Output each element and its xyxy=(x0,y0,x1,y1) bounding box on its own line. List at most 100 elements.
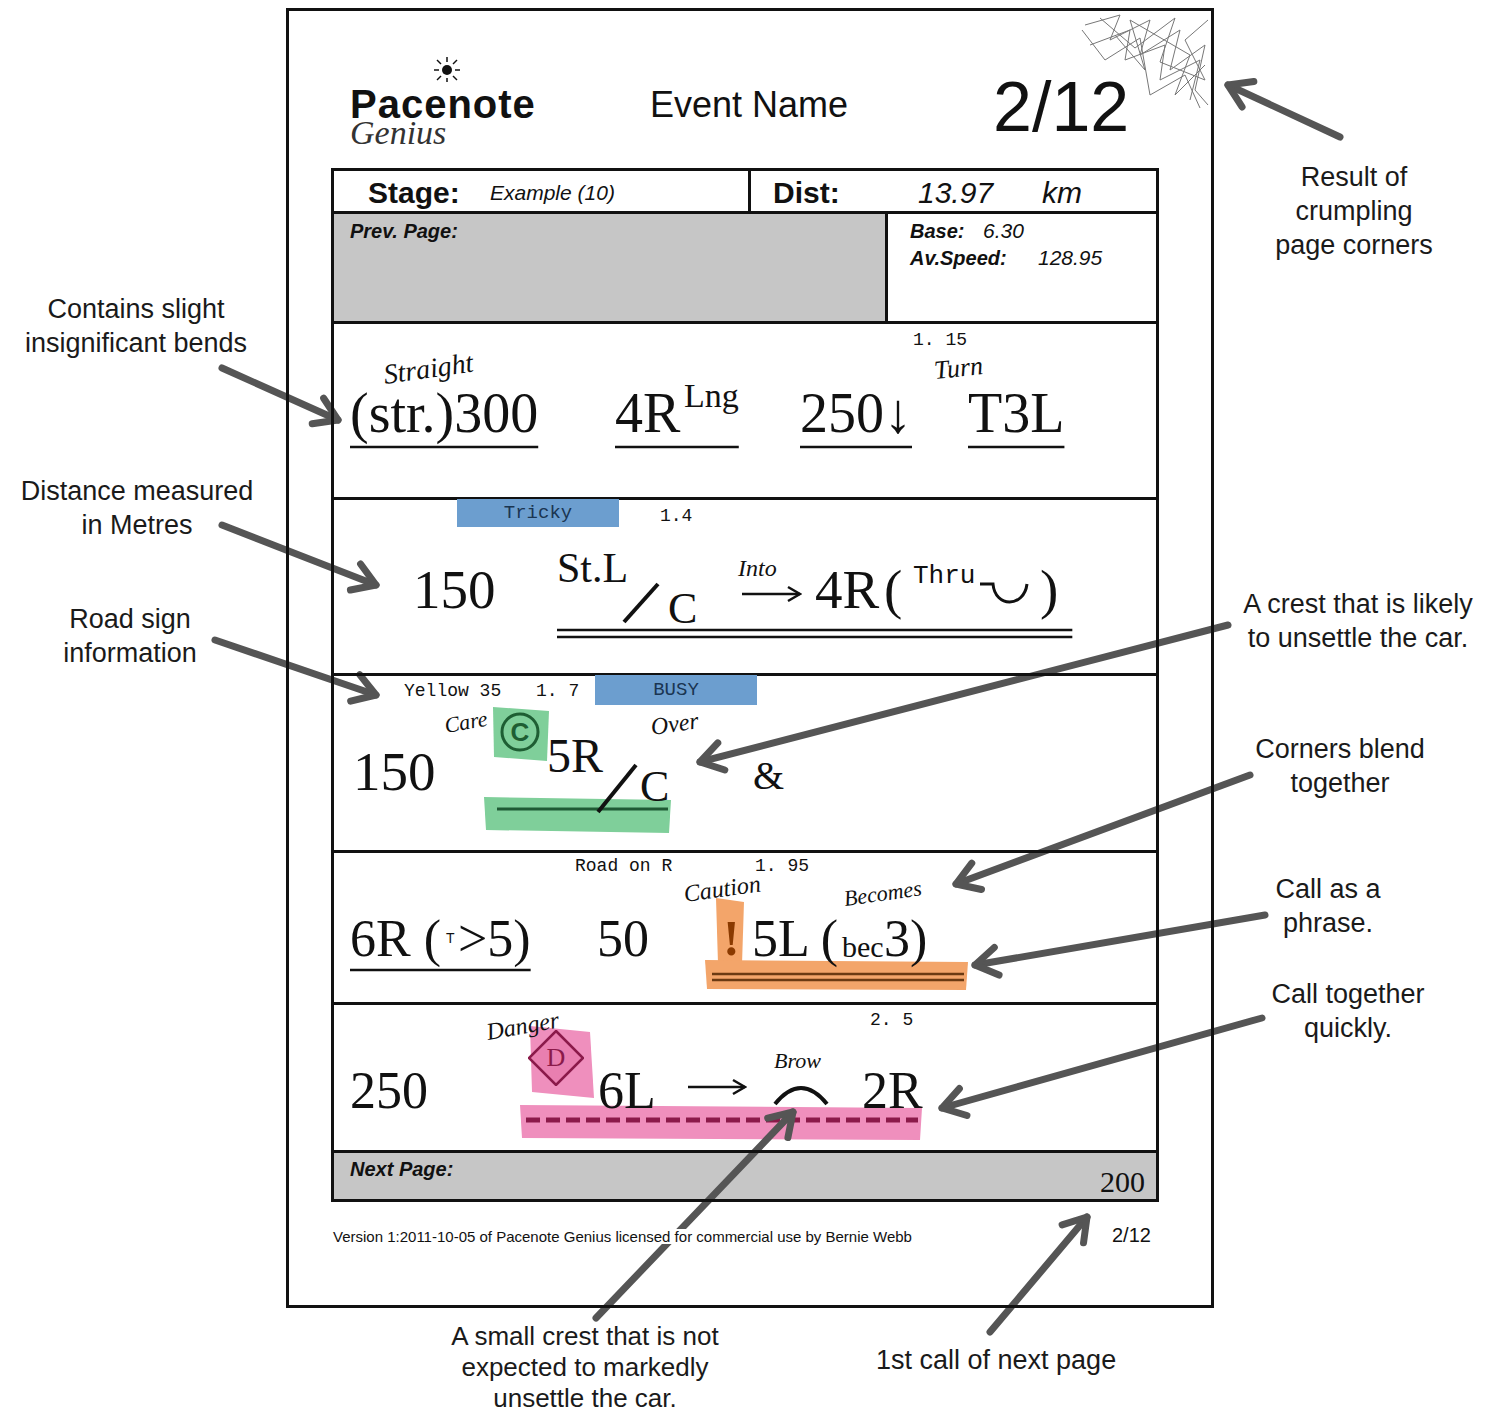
leader-arrow xyxy=(596,1112,793,1318)
square-slash xyxy=(624,584,658,622)
call-underline xyxy=(968,446,1064,449)
callout-note: Result of crumpling page corners xyxy=(1266,160,1442,262)
note-text: St.L xyxy=(557,547,628,589)
note-text: 50 xyxy=(597,913,649,965)
band-text: Tricky xyxy=(504,504,572,523)
note-text: Becomes xyxy=(842,877,922,910)
callout-note: A crest that is likely to unsettle the c… xyxy=(1233,587,1483,655)
diamond-outline xyxy=(529,1031,583,1085)
note-text: Care xyxy=(443,707,489,736)
circle-outline xyxy=(502,714,538,750)
header-text: Prev. Page: xyxy=(350,221,458,241)
note-text: 1.4 xyxy=(660,507,692,525)
note-text: 6L xyxy=(598,1065,656,1117)
crumple-line xyxy=(1100,18,1208,80)
caution-underline xyxy=(712,973,964,976)
underlines xyxy=(350,447,1072,970)
callout-note: Distance measured in Metres xyxy=(12,474,262,542)
note-row: BUSYCYellow 351. 7Care1505ROverC& xyxy=(331,673,1159,853)
note-text: Yellow 35 xyxy=(404,682,501,700)
call-underline xyxy=(350,969,531,972)
note-text: 1. 7 xyxy=(536,682,579,700)
note-text: T3L xyxy=(968,385,1064,441)
care-symbol: C xyxy=(500,712,540,752)
caution-underline xyxy=(712,979,964,982)
call-underline xyxy=(800,446,912,449)
leader-arrows xyxy=(215,85,1340,1332)
page-text: 2/12 xyxy=(1112,1225,1151,1245)
leader-arrow xyxy=(222,368,338,420)
note-text: Road on R xyxy=(575,857,672,875)
callout-note: A small crest that is not expected to ma… xyxy=(425,1321,745,1414)
leader-arrow xyxy=(215,640,376,695)
note-text: 150 xyxy=(353,744,436,799)
note-text: 250 xyxy=(350,1065,428,1117)
note-text: 6R ( xyxy=(350,913,441,965)
page-text: Genius xyxy=(350,116,446,150)
highlight-band: Tricky xyxy=(457,499,619,527)
leader-arrow xyxy=(990,1217,1087,1332)
note-text: 3) xyxy=(884,913,927,965)
note-text: 2R xyxy=(862,1065,923,1117)
next-page-cell: Next Page:200 xyxy=(331,1150,1159,1202)
header-text: Stage: xyxy=(368,178,460,208)
previous-page-cell: Prev. Page: xyxy=(331,211,888,324)
header-text: Base: xyxy=(910,221,964,241)
note-text: Lng xyxy=(684,379,739,413)
symbol-text: D xyxy=(547,1045,566,1071)
call-underline xyxy=(615,446,739,449)
note-text: Straight xyxy=(382,349,475,389)
note-text: bec xyxy=(842,932,884,962)
note-text: 5R xyxy=(547,732,603,780)
call-underline xyxy=(557,629,1072,632)
sun-rays xyxy=(434,57,460,82)
danger-symbol: D xyxy=(528,1030,584,1086)
care-highlight xyxy=(493,707,549,761)
leader-arrow xyxy=(942,1018,1262,1108)
page-text: 2/12 xyxy=(993,72,1129,142)
note-text: 250↓ xyxy=(800,385,912,441)
note-text: ) xyxy=(1040,562,1058,617)
note-text: ( xyxy=(884,562,902,617)
note-text: 4R xyxy=(615,385,680,441)
note-row: 1. 15Straight(str.)3004RLng250↓TurnT3L xyxy=(331,321,1159,500)
note-text: C xyxy=(668,587,697,631)
callout-note: Contains slight insignificant bends xyxy=(16,292,256,360)
note-text: (str.)300 xyxy=(350,385,538,441)
pacenote-page: Stage:Example (10)Dist:13.97kmPrev. Page… xyxy=(286,8,1214,1308)
callout-note: Road sign information xyxy=(42,602,218,670)
callout-note: Call together quickly. xyxy=(1253,977,1443,1045)
danger-underline xyxy=(526,1118,918,1123)
page-text: Event Name xyxy=(650,87,848,123)
note-text: Over xyxy=(649,708,700,738)
distance-cell: Dist:13.97km xyxy=(748,168,1159,214)
brow-symbol xyxy=(775,1088,827,1104)
header-text: km xyxy=(1042,178,1082,208)
stage-info-cell: Base:6.30Av.Speed:128.95 xyxy=(885,211,1159,324)
note-text: & xyxy=(753,756,784,796)
leader-arrow xyxy=(222,525,376,585)
highlight-band: BUSY xyxy=(595,675,757,705)
sun-disc xyxy=(442,65,452,75)
note-text: 4R xyxy=(815,562,879,617)
header-text: 6.30 xyxy=(983,220,1024,241)
into-arrow xyxy=(688,1086,745,1089)
into-arrow xyxy=(742,593,800,596)
symbol-text: C xyxy=(511,719,530,745)
note-text: 150 xyxy=(413,562,496,617)
leader-arrow xyxy=(975,915,1265,965)
note-text: 1. 95 xyxy=(755,857,809,875)
dip-symbol xyxy=(980,584,1027,602)
note-text: 2. 5 xyxy=(870,1011,913,1029)
logo-sun xyxy=(434,57,460,82)
note-text: Brow xyxy=(774,1050,821,1072)
callout-note: Corners blend together xyxy=(1235,732,1445,800)
grey-panel xyxy=(331,211,888,324)
note-text: ! xyxy=(723,913,740,963)
caution-highlight xyxy=(716,898,744,964)
stage-cell: Stage:Example (10) xyxy=(331,168,751,214)
note-symbols xyxy=(598,584,1027,1104)
note-row: Road on R1. 956R (T>5)50Caution!5L (bec3… xyxy=(331,850,1159,1005)
note-row: D2. 5250Danger6LBrow2R xyxy=(331,1002,1159,1153)
note-text: Thru xyxy=(913,563,975,589)
